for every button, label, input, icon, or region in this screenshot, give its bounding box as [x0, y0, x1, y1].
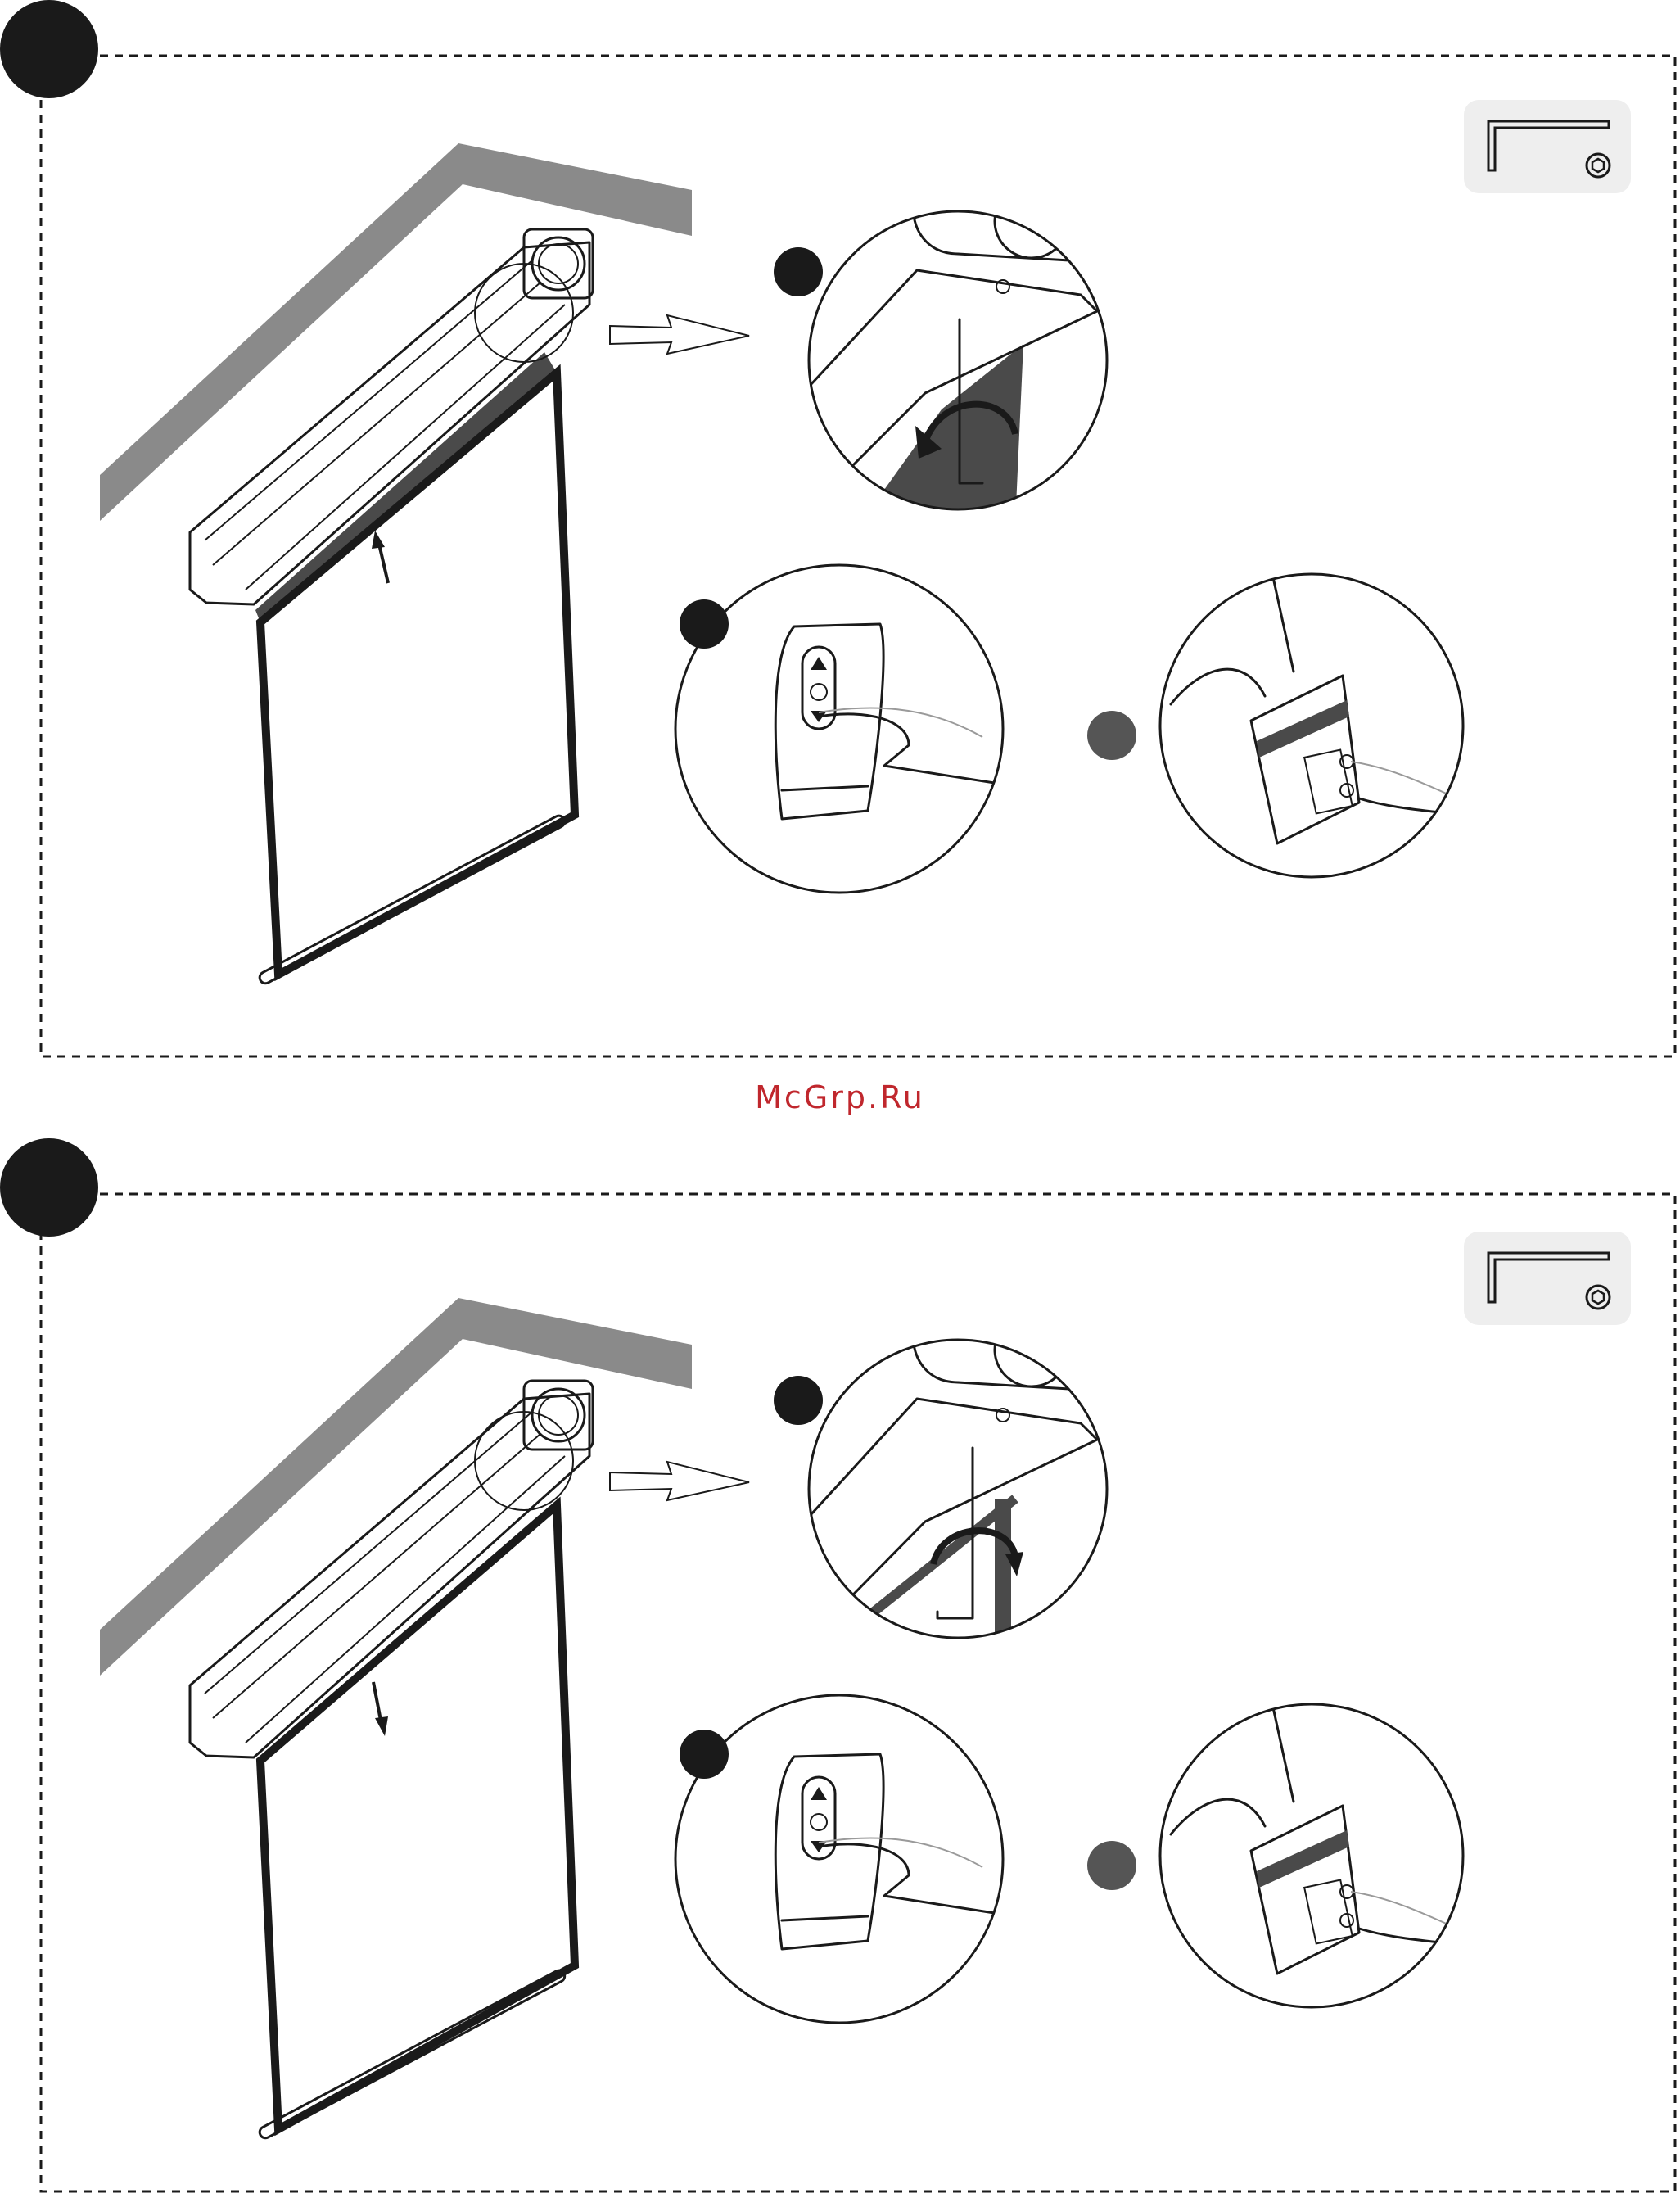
step-panel-raise: [0, 0, 1680, 1065]
raise-screen-illustration: [0, 0, 1680, 1065]
projection-screen: [258, 373, 575, 985]
callout-arrow-icon: [610, 1462, 749, 1500]
ceiling-slab: [100, 143, 692, 521]
step-number-badge: [0, 1138, 98, 1237]
callout-arrow-icon: [610, 315, 749, 354]
projection-screen: [258, 1505, 575, 2140]
detail-step-dot: [680, 1730, 729, 1779]
detail-step-dot: [774, 1376, 823, 1425]
detail-wall-switch: [1087, 574, 1490, 877]
detail-step-dot: [680, 599, 729, 649]
detail-step-dot: [774, 247, 823, 296]
detail-step-dot: [1087, 1841, 1136, 1890]
watermark-text: McGrp.Ru: [0, 1079, 1680, 1115]
lower-screen-illustration: [0, 1138, 1680, 2198]
detail-remote-control: [675, 565, 1015, 893]
tool-badge: [1464, 100, 1631, 193]
detail-hex-key-turn: [774, 1313, 1107, 1662]
ceiling-slab: [100, 1298, 692, 1676]
tool-badge: [1464, 1232, 1631, 1325]
detail-step-dot: [1087, 711, 1136, 760]
step-panel-lower: [0, 1138, 1680, 2198]
step-number-badge: [0, 0, 98, 98]
detail-wall-switch: [1087, 1704, 1490, 2007]
detail-remote-control: [675, 1695, 1015, 2023]
detail-hex-key-turn: [774, 184, 1107, 524]
